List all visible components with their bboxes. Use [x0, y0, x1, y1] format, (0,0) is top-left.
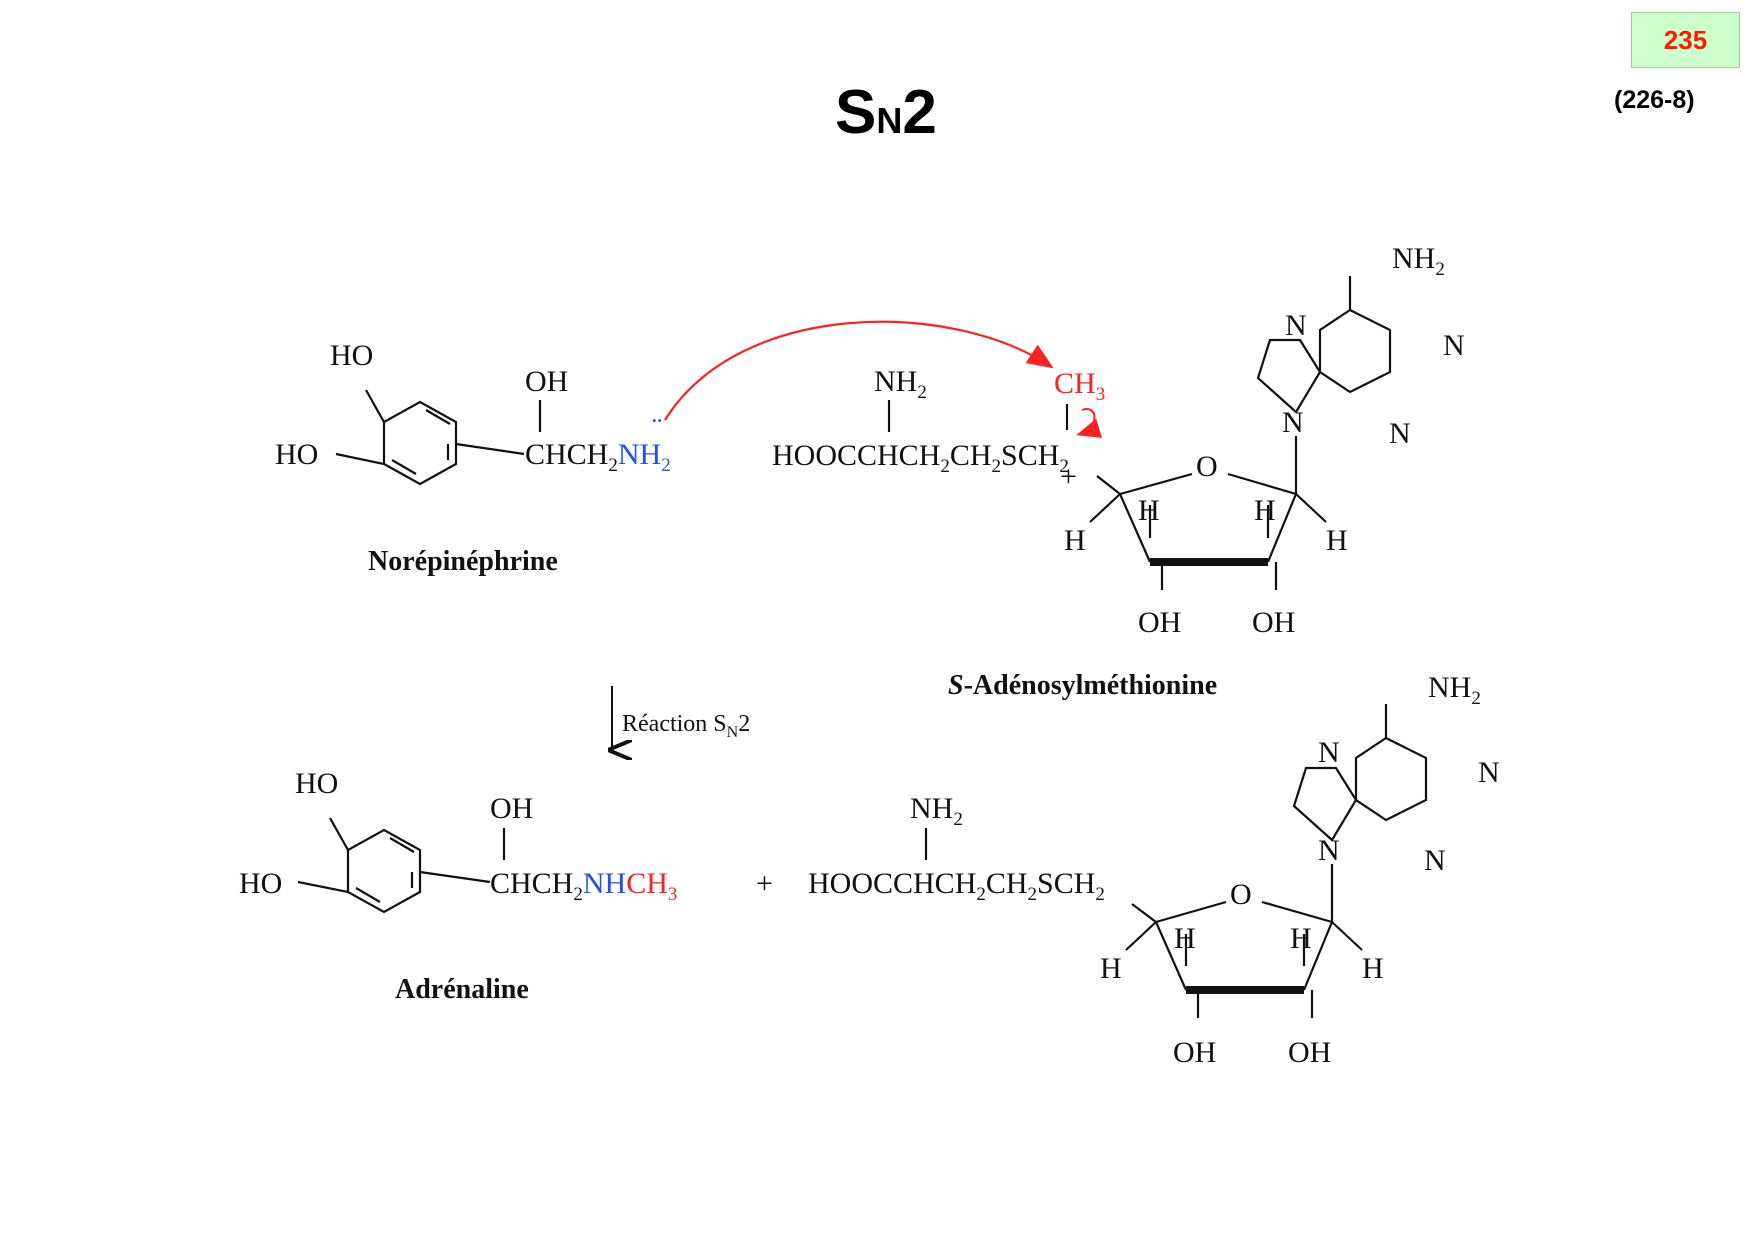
sah-amino: NH2 [910, 792, 963, 830]
sah-n3: N [1424, 844, 1446, 877]
s-adenosylmethionine: NH2 CH3 HOOCCHCH2CH2SCH2 + O H H H H OH … [772, 242, 1465, 701]
sam-oh1: OH [1138, 606, 1181, 639]
lone-pair: ¨ [652, 412, 662, 445]
sah-ring-oxygen: O [1230, 878, 1252, 911]
adrenaline-chain: CHCH2NHCH3 [490, 867, 677, 905]
sah-h4: H [1362, 952, 1384, 985]
label-sam: S-Adénosylméthionine [948, 670, 1217, 701]
sam-oh2: OH [1252, 606, 1295, 639]
sah-chain: HOOCCHCH2CH2SCH2 [808, 867, 1105, 905]
label-norepinephrine: Norépinéphrine [368, 546, 558, 577]
sah-h1: H [1174, 922, 1196, 955]
sam-h3: H [1064, 524, 1086, 557]
norepinephrine: HO HO OH CHCH2NH2 ¨ Norépinéphrine [275, 339, 671, 577]
adenine-pyrimidine [1318, 308, 1392, 394]
sam-methyl: CH3 [1054, 367, 1105, 405]
hydroxyl-side: OH [525, 365, 568, 398]
sam-ring-oxygen: O [1196, 450, 1218, 483]
sah-n7: N [1318, 736, 1340, 769]
sah-oh1: OH [1173, 1036, 1216, 1069]
hydroxyl-top: HO [330, 339, 373, 372]
title-tail: 2 [902, 78, 937, 147]
adrenaline-hydroxyl-side: OH [490, 792, 533, 825]
benzene-ring-norepinephrine [382, 400, 458, 486]
sah-adenine-amino: NH2 [1428, 671, 1481, 709]
sam-n9: N [1282, 406, 1304, 439]
adrenaline-hydroxyl-left: HO [239, 867, 282, 900]
sam-chain: HOOCCHCH2CH2SCH2 [772, 439, 1069, 477]
page-title: SN2 [835, 82, 937, 144]
sah-n9: N [1318, 834, 1340, 867]
page-number: 235 [1631, 12, 1740, 68]
adrenaline: HO HO OH CHCH2NHCH3 Adrénaline [239, 767, 677, 1005]
sam-amino: NH2 [874, 365, 927, 403]
reaction-label: Réaction SN2 [622, 711, 750, 741]
sulfonium-charge: + [1060, 460, 1077, 493]
adenine-imidazole [1256, 338, 1322, 414]
sam-h4: H [1326, 524, 1348, 557]
adrenaline-hydroxyl-top: HO [295, 767, 338, 800]
sam-h1: H [1138, 494, 1160, 527]
sam-n1: N [1443, 329, 1465, 362]
sah-adenine-imidazole [1292, 766, 1358, 842]
hydroxyl-left: HO [275, 438, 318, 471]
reference-code: (226-8) [1614, 86, 1695, 114]
sah-adenine-pyrimidine [1354, 736, 1428, 822]
label-adrenaline: Adrénaline [395, 974, 529, 1005]
sam-adenine-amino: NH2 [1392, 242, 1445, 280]
sah-h3: H [1100, 952, 1122, 985]
sah-h2: H [1290, 922, 1312, 955]
plus-sign: + [756, 867, 773, 900]
nucleophilic-attack-arrow [664, 320, 1054, 421]
chain-norepinephrine: CHCH2NH2 [525, 438, 671, 476]
s-adenosylhomocysteine: NH2 HOOCCHCH2CH2SCH2 O H H H H OH OH N N… [808, 671, 1500, 1069]
sam-n3: N [1389, 417, 1411, 450]
title-subscript: N [876, 100, 903, 141]
sah-n1: N [1478, 756, 1500, 789]
sah-oh2: OH [1288, 1036, 1331, 1069]
leaving-group-arrow [1076, 408, 1103, 438]
benzene-ring-adrenaline [346, 828, 422, 914]
sam-n7: N [1285, 309, 1307, 342]
sam-h2: H [1254, 494, 1276, 527]
title-main: S [835, 78, 877, 147]
